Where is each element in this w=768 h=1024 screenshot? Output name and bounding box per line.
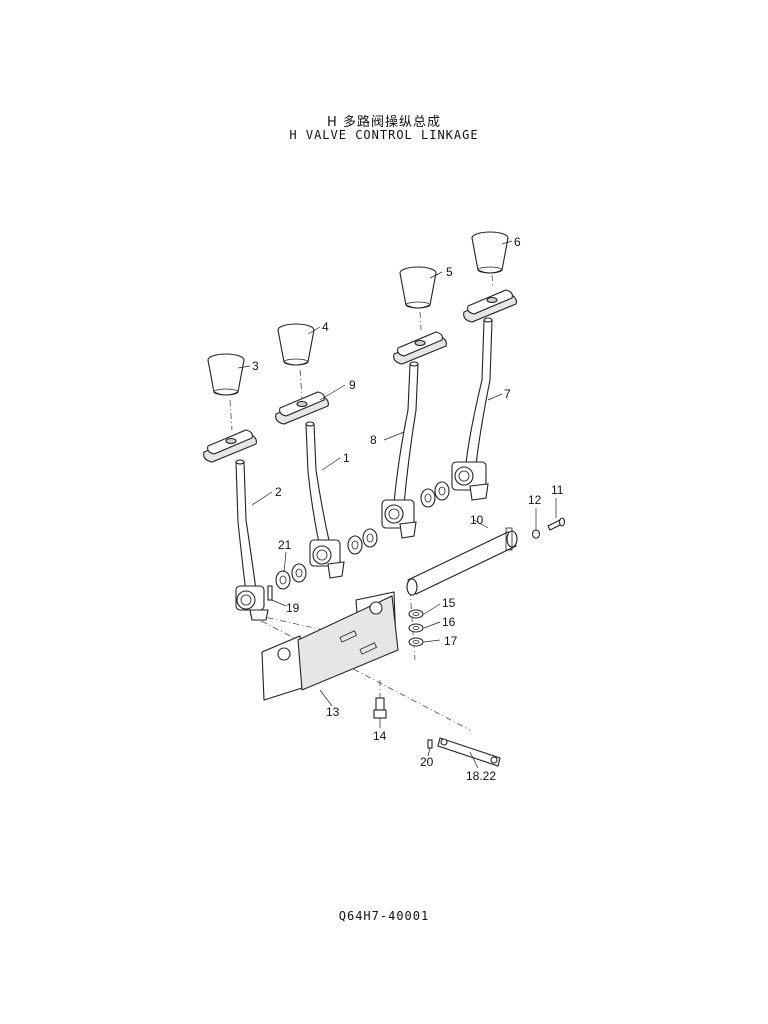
callout-6: 6 — [514, 235, 521, 249]
shaft-part-10 — [406, 527, 518, 596]
leader-lines — [237, 240, 557, 769]
washer-part-16 — [408, 623, 424, 633]
boot-right — [463, 289, 517, 323]
drawing-number: Q64H7-40001 — [338, 909, 430, 923]
callout-4: 4 — [322, 320, 329, 334]
callout-18-22: 18.22 — [466, 769, 496, 783]
bolt-part-11 — [547, 517, 566, 531]
pin-part-20 — [427, 739, 433, 749]
callout-14: 14 — [373, 729, 387, 743]
callout-12: 12 — [528, 493, 542, 507]
knob-part-6 — [471, 231, 509, 274]
diagram-title-english: H VALVE CONTROL LINKAGE — [289, 128, 479, 142]
callout-8: 8 — [370, 433, 377, 447]
callout-7: 7 — [504, 387, 511, 401]
callout-17: 17 — [444, 634, 458, 648]
callout-10: 10 — [470, 513, 484, 527]
boot-left — [203, 429, 257, 463]
nut-part-17 — [408, 637, 424, 647]
callout-16: 16 — [442, 615, 456, 629]
knob-part-5 — [399, 266, 437, 309]
lever-part-1 — [305, 421, 345, 579]
nut-part-15 — [408, 609, 424, 619]
callout-13: 13 — [326, 705, 340, 719]
callout-21: 21 — [278, 538, 292, 552]
callout-19: 19 — [286, 601, 300, 615]
callout-11: 11 — [551, 483, 564, 497]
knob-part-3 — [207, 353, 245, 396]
callout-3: 3 — [252, 359, 259, 373]
link-part-18-22 — [437, 737, 501, 767]
lever-part-8 — [381, 361, 419, 539]
callout-9: 9 — [349, 378, 356, 392]
knob-part-4 — [277, 323, 315, 366]
bracket-part-13 — [261, 591, 399, 701]
boot-middle-right — [393, 331, 447, 365]
callout-labels: 1 2 3 4 5 6 7 8 9 10 11 12 13 14 15 16 1… — [252, 235, 564, 783]
bolt-part-14 — [373, 697, 387, 719]
pin-part-19 — [267, 585, 273, 601]
washer-part-12 — [531, 529, 541, 539]
washers — [275, 481, 450, 590]
diagram-title-chinese: H 多路阀操纵总成 — [327, 115, 441, 130]
boot-part-9 — [275, 391, 329, 425]
lever-part-2 — [235, 459, 269, 621]
callout-15: 15 — [442, 596, 456, 610]
callout-1: 1 — [343, 451, 350, 465]
callout-20: 20 — [420, 755, 434, 769]
callout-2: 2 — [275, 485, 282, 499]
lever-part-7 — [451, 317, 493, 501]
callout-5: 5 — [446, 265, 453, 279]
